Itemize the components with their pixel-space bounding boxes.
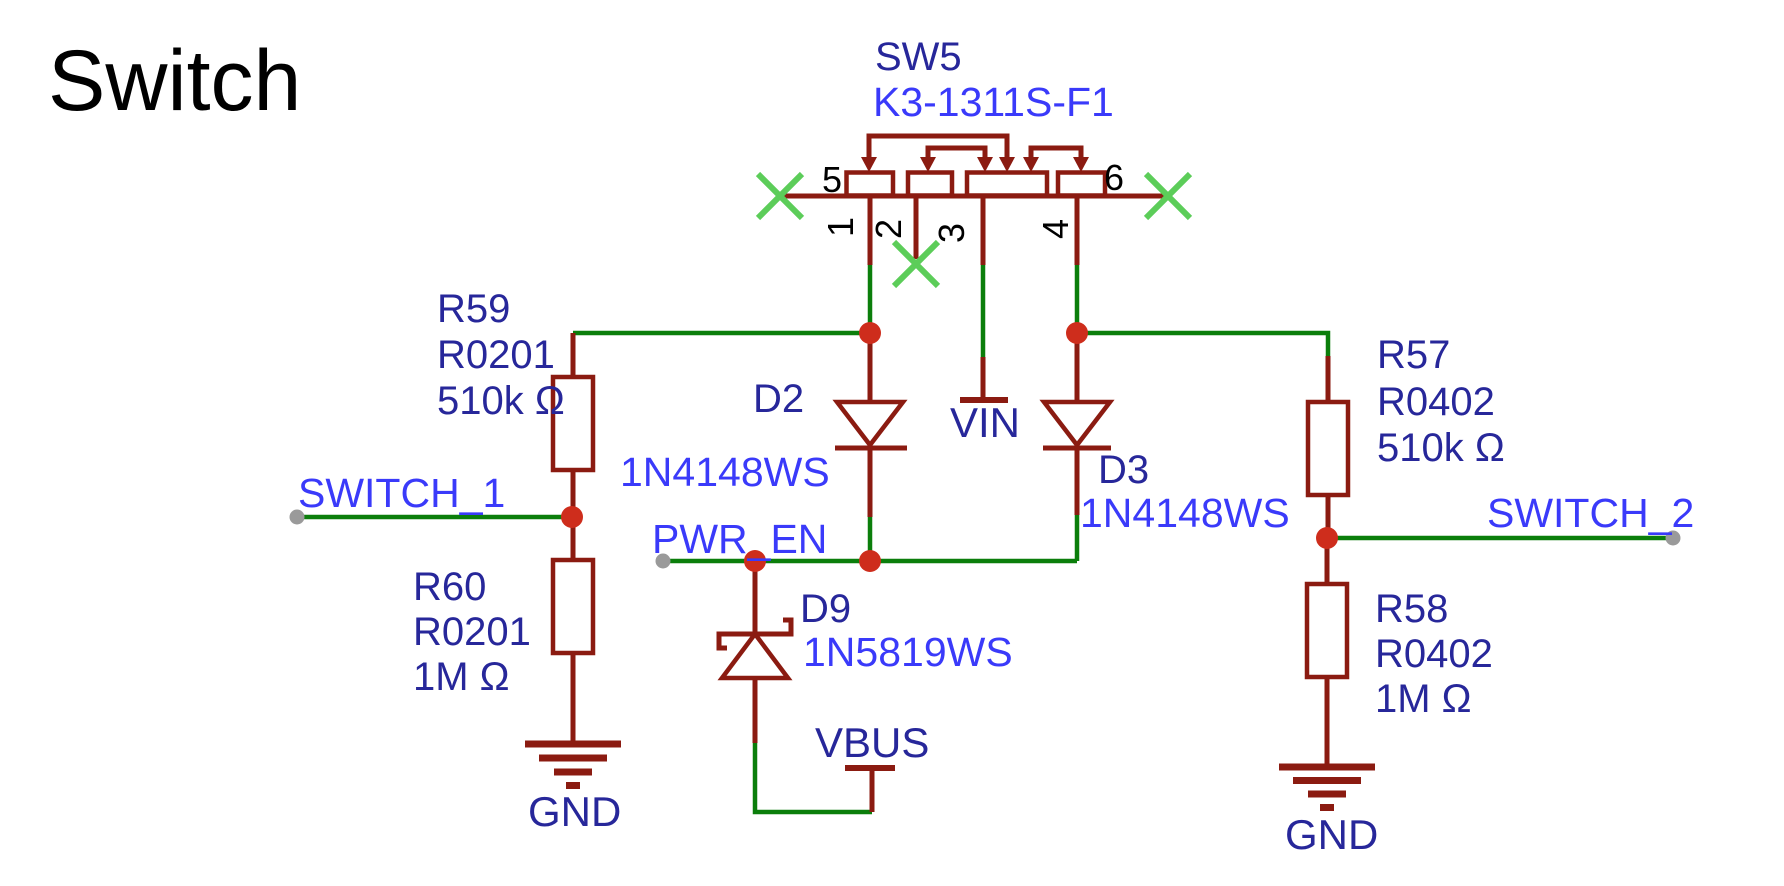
- r58-body[interactable]: [1304, 581, 1350, 680]
- sw5-arrow-4: [999, 157, 1015, 172]
- sw5-pin4-number: 4: [1035, 219, 1076, 239]
- d9-value: 1N5819WS: [803, 629, 1013, 675]
- junction-dot-pin1: [859, 322, 881, 344]
- d3-symbol[interactable]: [1039, 399, 1115, 451]
- sw5-contact-box-1[interactable]: [844, 170, 896, 198]
- r57-value: 510k Ω: [1377, 426, 1505, 470]
- d2-triangle[interactable]: [832, 399, 908, 449]
- wire-d9-to-vbus[interactable]: [752, 743, 872, 815]
- sw5-contact-box-4[interactable]: [1055, 170, 1108, 198]
- r57-refdes: R57: [1377, 333, 1450, 377]
- sw5-pin2-number: 2: [868, 219, 909, 239]
- r59-package: R0201: [437, 333, 555, 377]
- sw5-arrow-1: [861, 157, 877, 172]
- open-pin-dot-pwr-en: [655, 553, 671, 569]
- sw5-pin3-number: 3: [931, 223, 972, 243]
- gnd-label-right: GND: [1285, 811, 1378, 858]
- net-label-switch2[interactable]: SWITCH_2: [1487, 490, 1694, 536]
- sw5-pin5-number: 5: [822, 159, 842, 200]
- d2-value: 1N4148WS: [620, 449, 830, 495]
- sw5-pin1-number: 1: [820, 217, 861, 237]
- r59-refdes: R59: [437, 287, 510, 331]
- gnd-symbol-left[interactable]: [525, 740, 621, 789]
- r60-refdes: R60: [413, 565, 486, 609]
- r60-package: R0201: [413, 610, 531, 654]
- junction-dot-switch2: [1316, 527, 1338, 549]
- r58-package: R0402: [1375, 632, 1493, 676]
- net-label-pwr-en[interactable]: PWR_EN: [652, 516, 827, 562]
- sw5-actuator-loop-c[interactable]: [1028, 145, 1084, 158]
- r58-value: 1M Ω: [1375, 677, 1472, 721]
- r58-refdes: R58: [1375, 587, 1448, 631]
- open-pin-dot-switch1: [289, 509, 305, 525]
- d9-triangle[interactable]: [717, 630, 793, 681]
- noconnect-x-pin2: [891, 239, 941, 289]
- r60-value: 1M Ω: [413, 655, 510, 699]
- sw5-pin6-number: 6: [1104, 157, 1124, 198]
- junction-dot-d2: [859, 550, 881, 572]
- junction-dot-d9: [744, 550, 766, 572]
- r59-body[interactable]: [550, 374, 596, 473]
- sw5-arrow-6: [1073, 157, 1089, 172]
- d9-refdes: D9: [800, 587, 851, 631]
- d2-symbol[interactable]: [832, 399, 908, 451]
- sw5-symbol[interactable]: [844, 170, 1108, 198]
- sw5-contact-box-3[interactable]: [964, 170, 1050, 198]
- r59-value: 510k Ω: [437, 379, 565, 423]
- sw5-value: K3-1311S-F1: [873, 79, 1114, 125]
- d2-refdes: D2: [753, 377, 804, 421]
- sw5-arrow-2: [920, 157, 936, 172]
- junction-dot-pin4: [1066, 322, 1088, 344]
- sw5-actuator-loop-a[interactable]: [866, 133, 1010, 158]
- open-pin-dot-switch2: [1665, 530, 1681, 546]
- sw5-arrow-3: [977, 157, 993, 172]
- d3-triangle[interactable]: [1039, 399, 1115, 449]
- d3-value: 1N4148WS: [1080, 490, 1290, 536]
- page-title: Switch: [48, 33, 301, 129]
- wire-pin4-to-r57[interactable]: [1077, 330, 1331, 356]
- sw5-actuator-loop-b[interactable]: [925, 145, 988, 158]
- d9-schottky-cathode-bar[interactable]: [716, 617, 794, 651]
- vin-label: VIN: [950, 399, 1020, 446]
- noconnect-x-pin5: [755, 171, 805, 221]
- noconnect-x-pin6: [1143, 171, 1193, 221]
- vbus-label: VBUS: [815, 719, 929, 766]
- d9-symbol[interactable]: [716, 617, 794, 681]
- d3-refdes: D3: [1098, 448, 1149, 492]
- gnd-label-left: GND: [528, 788, 621, 835]
- junction-dot-switch1: [561, 506, 583, 528]
- net-label-switch1[interactable]: SWITCH_1: [298, 470, 505, 516]
- gnd-symbol-right[interactable]: [1279, 763, 1375, 811]
- sw5-arrow-5: [1023, 157, 1039, 172]
- sw5-refdes: SW5: [875, 35, 962, 79]
- r57-body[interactable]: [1305, 399, 1351, 498]
- sw5-contact-box-2[interactable]: [905, 170, 955, 198]
- r60-body[interactable]: [550, 557, 596, 656]
- r57-package: R0402: [1377, 380, 1495, 424]
